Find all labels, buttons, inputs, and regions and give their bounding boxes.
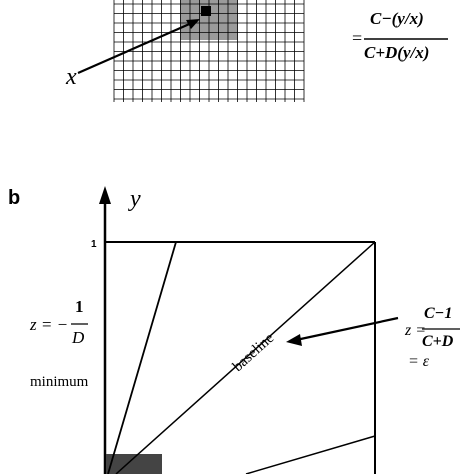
right-eq-numerator: C−1 xyxy=(424,305,452,322)
x-arrow-line xyxy=(77,20,195,75)
minimum-line xyxy=(107,241,177,474)
x-arrow-head xyxy=(186,19,200,29)
panel-b: b y 1 baseline z = − 1 D minimum z = C−1… xyxy=(8,186,460,474)
baseline-label: baseline xyxy=(230,330,277,375)
formula-denominator: C+D(y/x) xyxy=(364,43,429,62)
panel-a: x = C−(y/x) C+D(y/x) xyxy=(65,0,448,102)
x-label: x xyxy=(65,64,77,90)
target-pixel xyxy=(201,6,211,16)
minimum-label: minimum xyxy=(30,374,89,390)
panel-b-label: b xyxy=(8,187,20,209)
y-tick-1: 1 xyxy=(91,239,97,250)
epsilon-arrow-line xyxy=(295,316,399,342)
pixel-grid xyxy=(113,0,305,102)
left-eq-denominator: D xyxy=(71,328,85,347)
y-axis-label: y xyxy=(128,186,141,212)
left-eq-prefix: z = − xyxy=(29,315,68,334)
lower-line xyxy=(245,435,376,474)
epsilon-line: = ε xyxy=(408,353,430,370)
y-axis-arrowhead xyxy=(99,186,111,204)
formula-equals: = xyxy=(352,28,362,48)
left-eq-numerator: 1 xyxy=(75,297,84,316)
right-eq-prefix: z = xyxy=(404,322,426,339)
formula-numerator: C−(y/x) xyxy=(370,9,424,28)
baseline-line xyxy=(115,241,376,474)
right-eq-denominator: C+D xyxy=(422,333,454,350)
minimum-region-fill xyxy=(106,454,162,474)
epsilon-arrow-head xyxy=(286,334,302,346)
